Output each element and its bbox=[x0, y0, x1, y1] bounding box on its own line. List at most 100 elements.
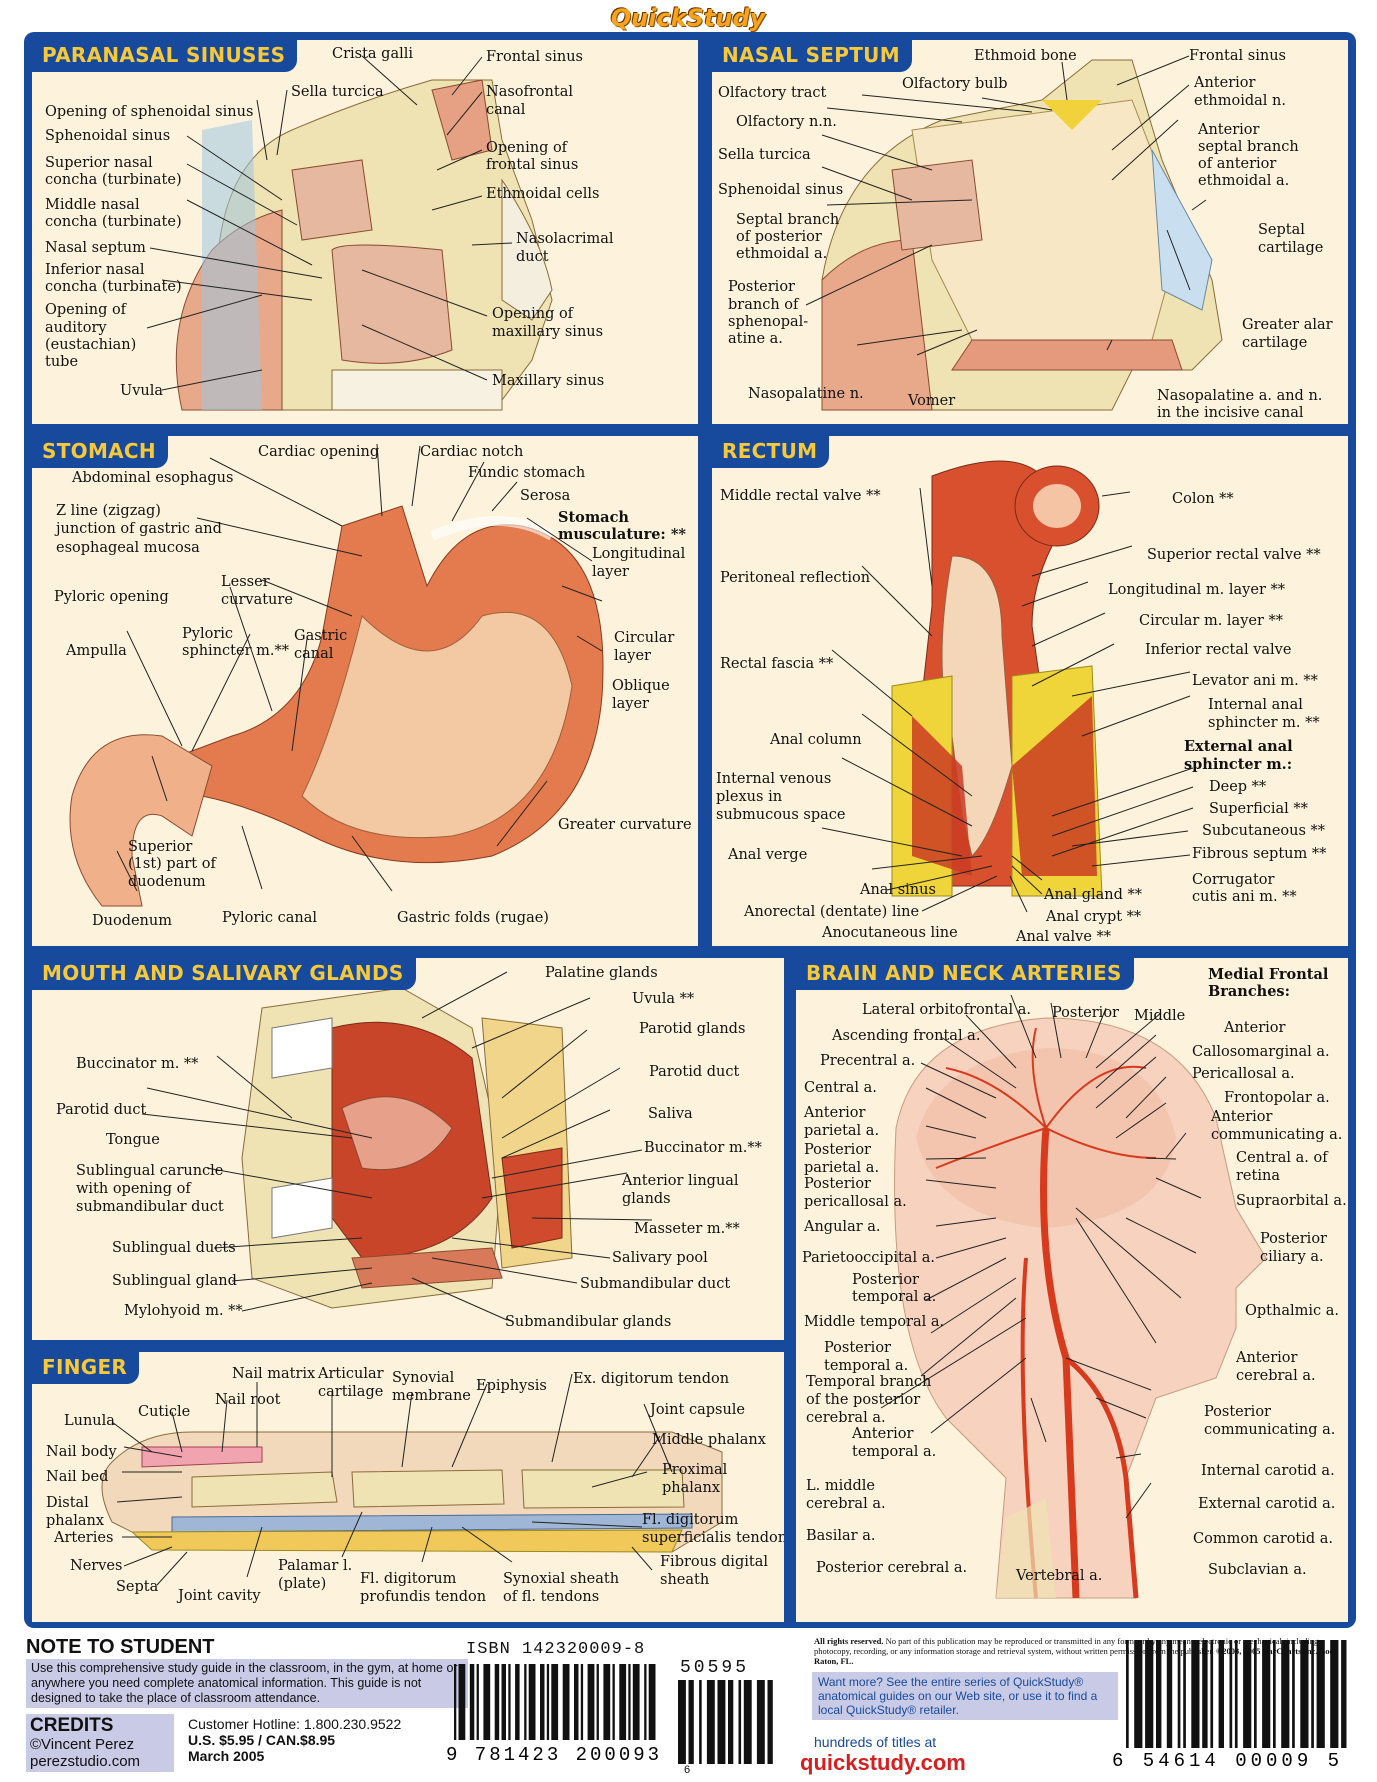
label-cardiac-opening: Cardiac opening bbox=[258, 444, 380, 460]
rights-text: No part of this publication may be repro… bbox=[814, 1636, 1319, 1656]
rights-notice: All rights reserved. No part of this pub… bbox=[814, 1636, 1348, 1666]
label-posterior-7: Posterior bbox=[1204, 1404, 1271, 1420]
label-arteries: Arteries bbox=[54, 1530, 114, 1546]
quickstudy-logo: QuickStudy bbox=[610, 4, 766, 32]
barcode-bar bbox=[483, 1664, 491, 1740]
label-opthalmic: Opthalmic a. bbox=[1245, 1303, 1339, 1319]
panel-brain-neck-arteries: BRAIN AND NECK ARTERIES Medial Frontal B… bbox=[796, 958, 1348, 1622]
barcode-bar bbox=[458, 1664, 466, 1740]
label-tube: tube bbox=[45, 354, 79, 370]
barcode-bar bbox=[508, 1664, 511, 1740]
label-sublingual-gland: Sublingual gland bbox=[112, 1273, 237, 1289]
upc-digits: 6 54614 00009 5 bbox=[1112, 1750, 1344, 1772]
barcode-bar bbox=[540, 1664, 545, 1740]
label-levator-ani: Levator ani m. ** bbox=[1192, 673, 1318, 689]
panel-paranasal-sinuses: PARANASAL SINUSES Crista galli Frontal s… bbox=[32, 40, 698, 424]
label-central-retina: Central a. of bbox=[1236, 1150, 1328, 1166]
barcode-bar bbox=[678, 1680, 686, 1764]
panel-title: FINGER bbox=[32, 1352, 140, 1384]
isbn: ISBN 142320009-8 bbox=[466, 1640, 646, 1659]
label-parotid-glands: Parotid glands bbox=[639, 1021, 746, 1037]
label-sublingual-ducts: Sublingual ducts bbox=[112, 1240, 236, 1256]
label-subcutaneous: Subcutaneous ** bbox=[1202, 823, 1326, 839]
label-uvula: Uvula bbox=[120, 383, 164, 399]
label-colon: Colon ** bbox=[1172, 491, 1234, 507]
barcode-bar bbox=[612, 1664, 615, 1740]
label-crista-galli: Crista galli bbox=[332, 46, 414, 62]
label-sublingual-caruncle: Sublingual caruncle bbox=[76, 1163, 224, 1179]
label-palamar: Palamar l. bbox=[278, 1558, 353, 1574]
label-synoxial-sheath: Synoxial sheath bbox=[503, 1571, 620, 1587]
label-posterior-5: Posterior bbox=[852, 1272, 919, 1288]
label-temporal-2: temporal a. bbox=[824, 1358, 909, 1374]
label-proximal: Proximal bbox=[662, 1462, 728, 1478]
barcode-bar bbox=[574, 1664, 579, 1740]
label-olfactory-nn: Olfactory n.n. bbox=[736, 114, 837, 130]
label-nail-root: Nail root bbox=[215, 1392, 281, 1408]
label-cartilage: cartilage bbox=[318, 1384, 384, 1400]
label-cutis-ani: cutis ani m. ** bbox=[1192, 889, 1297, 905]
label-frontal-sinus-2: frontal sinus bbox=[486, 157, 579, 173]
label-angular: Angular a. bbox=[804, 1219, 881, 1235]
note-title: NOTE TO STUDENT bbox=[26, 1636, 215, 1658]
label-atine-a: atine a. bbox=[728, 331, 783, 347]
credits-title: CREDITS bbox=[30, 1715, 114, 1736]
label-esophageal-mucosa: esophageal mucosa bbox=[56, 540, 200, 556]
label-retina: retina bbox=[1236, 1168, 1280, 1184]
label-serosa: Serosa bbox=[520, 488, 571, 504]
label-cardiac-notch: Cardiac notch bbox=[420, 444, 524, 460]
barcode-bar bbox=[501, 1664, 506, 1740]
label-fl-digitorum-2: Fl. digitorum bbox=[360, 1571, 457, 1587]
label-pericallosal-2: pericallosal a. bbox=[804, 1194, 907, 1210]
barcode-bar bbox=[1210, 1640, 1214, 1748]
barcode-bar bbox=[580, 1664, 584, 1740]
label-profundis: profundis tendon bbox=[360, 1589, 487, 1605]
hundreds-titles: hundreds of titles at bbox=[814, 1734, 937, 1750]
upc-barcode bbox=[1126, 1640, 1347, 1748]
label-abdominal-esophagus: Abdominal esophagus bbox=[72, 470, 234, 486]
barcode-bar bbox=[619, 1664, 627, 1740]
label-anorectal-line: Anorectal (dentate) line bbox=[744, 904, 920, 920]
panel-title: BRAIN AND NECK ARTERIES bbox=[796, 958, 1134, 990]
barcode-bar bbox=[717, 1680, 726, 1764]
hotline: Customer Hotline: 1.800.230.9522 bbox=[188, 1716, 402, 1732]
label-palatine-glands: Palatine glands bbox=[545, 965, 658, 981]
label-eustachian: (eustachian) bbox=[45, 337, 137, 353]
label-internal-carotid: Internal carotid a. bbox=[1201, 1463, 1335, 1479]
label-incisive-canal: in the incisive canal bbox=[1157, 405, 1304, 421]
label-cartilage: cartilage bbox=[1258, 240, 1324, 256]
label-peritoneal-reflection: Peritoneal reflection bbox=[720, 570, 871, 586]
credits-site: perezstudio.com bbox=[30, 1753, 141, 1770]
label-olfactory-tract: Olfactory tract bbox=[718, 85, 827, 101]
label-frontal-sinus: Frontal sinus bbox=[1189, 48, 1286, 64]
label-anal-gland: Anal gland ** bbox=[1044, 887, 1142, 903]
label-lesser: Lesser bbox=[221, 574, 270, 590]
label-circular-m-layer: Circular m. layer ** bbox=[1139, 613, 1284, 629]
label-vertebral: Vertebral a. bbox=[1016, 1568, 1103, 1584]
note-to-student: NOTE TO STUDENT Use this comprehensive s… bbox=[26, 1636, 468, 1708]
label-branch-of: branch of bbox=[728, 297, 799, 313]
label-buccinator-1: Buccinator m. ** bbox=[76, 1056, 199, 1072]
label-middle: Middle bbox=[1134, 1008, 1186, 1024]
label-sheath: sheath bbox=[660, 1572, 710, 1588]
barcode-bar bbox=[1262, 1640, 1271, 1748]
barcode-bar bbox=[1134, 1640, 1143, 1748]
label-cartilage-2: cartilage bbox=[1242, 335, 1308, 351]
rectum-illustration bbox=[891, 460, 1103, 897]
panel-stomach: STOMACH Cardiac opening Cardiac notch Ab… bbox=[32, 436, 698, 946]
label-concha-1: concha (turbinate) bbox=[45, 172, 182, 188]
label-cerebral-2: cerebral a. bbox=[806, 1496, 886, 1512]
label-nasopalatine-n: Nasopalatine n. bbox=[748, 386, 864, 402]
label-sphincter-m: sphincter m. ** bbox=[1208, 715, 1320, 731]
label-stomach: Stomach bbox=[558, 509, 629, 526]
barcode-bar bbox=[1229, 1640, 1233, 1748]
barcode-bar bbox=[551, 1664, 559, 1740]
barcode-bar bbox=[1156, 1640, 1162, 1748]
label-sella-turcica: Sella turcica bbox=[718, 147, 811, 163]
label-duct: duct bbox=[516, 249, 549, 265]
label-middle-phalanx: Middle phalanx bbox=[652, 1432, 766, 1448]
barcode-bar bbox=[632, 1664, 640, 1740]
barcode-bar bbox=[1300, 1640, 1309, 1748]
quickstudy-link[interactable]: quickstudy.com bbox=[800, 1750, 966, 1775]
panel-title: STOMACH bbox=[32, 436, 168, 468]
